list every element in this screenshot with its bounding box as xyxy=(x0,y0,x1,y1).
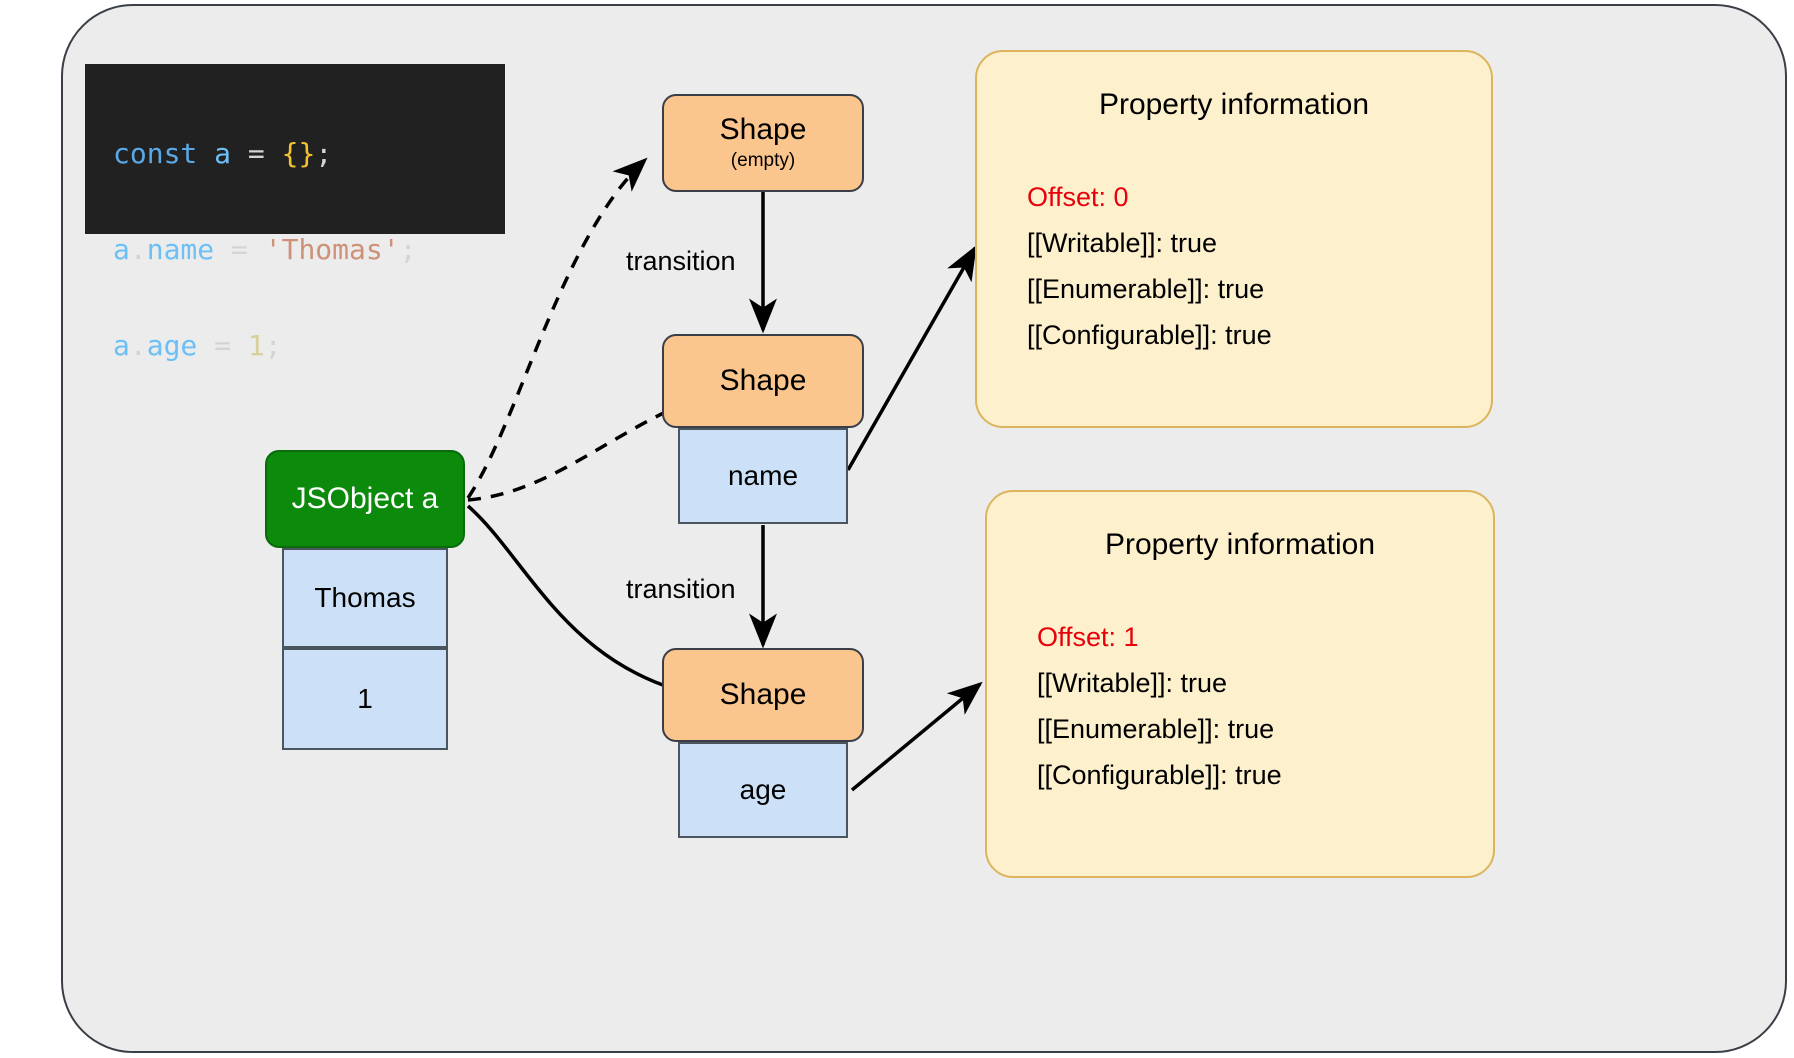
property-panel-name-title: Property information xyxy=(1098,88,1370,121)
code-token-semi-2: ; xyxy=(399,233,417,266)
property-panel-age[interactable]: Property information Offset: 1 [[Writabl… xyxy=(985,490,1495,878)
code-token-semi-1: ; xyxy=(315,137,333,170)
code-token-number-1: 1 xyxy=(247,329,265,362)
code-token-const: const xyxy=(113,137,198,170)
property-panel-age-title: Property information xyxy=(1104,528,1376,561)
jsobject-node-header[interactable]: JSObject a xyxy=(265,450,465,548)
property-panel-name-lines: Offset: 0 [[Writable]]: true [[Enumerabl… xyxy=(1027,174,1491,358)
edge-label-transition-bottom: transition xyxy=(626,574,736,604)
code-token-braces: {} xyxy=(281,137,316,170)
property-panel-age-configurable: [[Configurable]]: true xyxy=(1037,760,1282,790)
shape-empty-subtitle: (empty) xyxy=(730,150,796,171)
code-line-3: a.age = 1; xyxy=(113,322,505,370)
jsobject-slot-1-value: 1 xyxy=(357,683,373,714)
code-token-age: age xyxy=(146,329,198,362)
shape-age-slot-0[interactable]: age xyxy=(678,742,848,838)
code-token-dot-1: . xyxy=(129,233,147,266)
property-panel-name[interactable]: Property information Offset: 0 [[Writabl… xyxy=(975,50,1493,428)
code-token-name: name xyxy=(146,233,215,266)
shape-name-slot-0[interactable]: name xyxy=(678,428,848,524)
code-line-1: const a = {}; xyxy=(113,130,505,178)
shape-name-slot-0-label: name xyxy=(727,460,799,491)
code-line-2: a.name = 'Thomas'; xyxy=(113,226,505,274)
code-snippet-block: const a = {}; a.name = 'Thomas'; a.age =… xyxy=(85,64,505,362)
code-token-dot-2: . xyxy=(129,329,147,362)
property-panel-name-writable: [[Writable]]: true xyxy=(1027,228,1218,258)
shape-age-slot-0-label: age xyxy=(739,774,787,805)
jsobject-slot-0[interactable]: Thomas xyxy=(282,548,448,648)
property-panel-age-lines: Offset: 1 [[Writable]]: true [[Enumerabl… xyxy=(1037,614,1493,798)
edge-label-transition-top: transition xyxy=(626,246,736,276)
jsobject-slot-0-value: Thomas xyxy=(314,582,416,613)
code-token-semi-3: ; xyxy=(264,329,282,362)
jsobject-label: JSObject a xyxy=(291,482,439,515)
property-panel-name-enumerable: [[Enumerable]]: true xyxy=(1027,274,1265,304)
property-panel-name-configurable: [[Configurable]]: true xyxy=(1027,320,1272,350)
code-token-space-1 xyxy=(197,137,214,170)
code-token-string-thomas: 'Thomas' xyxy=(264,233,400,266)
shape-empty-title: Shape xyxy=(719,113,807,146)
code-token-eq-2: = xyxy=(214,233,265,266)
property-panel-name-offset: Offset: 0 xyxy=(1027,182,1129,212)
property-panel-age-enumerable: [[Enumerable]]: true xyxy=(1037,714,1275,744)
code-token-a-3: a xyxy=(113,329,130,362)
shape-node-empty[interactable]: Shape (empty) xyxy=(662,94,864,192)
property-panel-age-writable: [[Writable]]: true xyxy=(1037,668,1228,698)
code-token-a-1: a xyxy=(214,137,232,170)
shape-age-title: Shape xyxy=(719,678,807,711)
jsobject-slot-1[interactable]: 1 xyxy=(282,648,448,750)
shape-node-age[interactable]: Shape xyxy=(662,648,864,742)
code-token-eq-1: = xyxy=(231,137,282,170)
shape-name-title: Shape xyxy=(719,364,807,397)
code-token-eq-3: = xyxy=(197,329,248,362)
shape-node-name[interactable]: Shape xyxy=(662,334,864,428)
property-panel-age-offset: Offset: 1 xyxy=(1037,622,1139,652)
code-token-a-2: a xyxy=(113,233,130,266)
